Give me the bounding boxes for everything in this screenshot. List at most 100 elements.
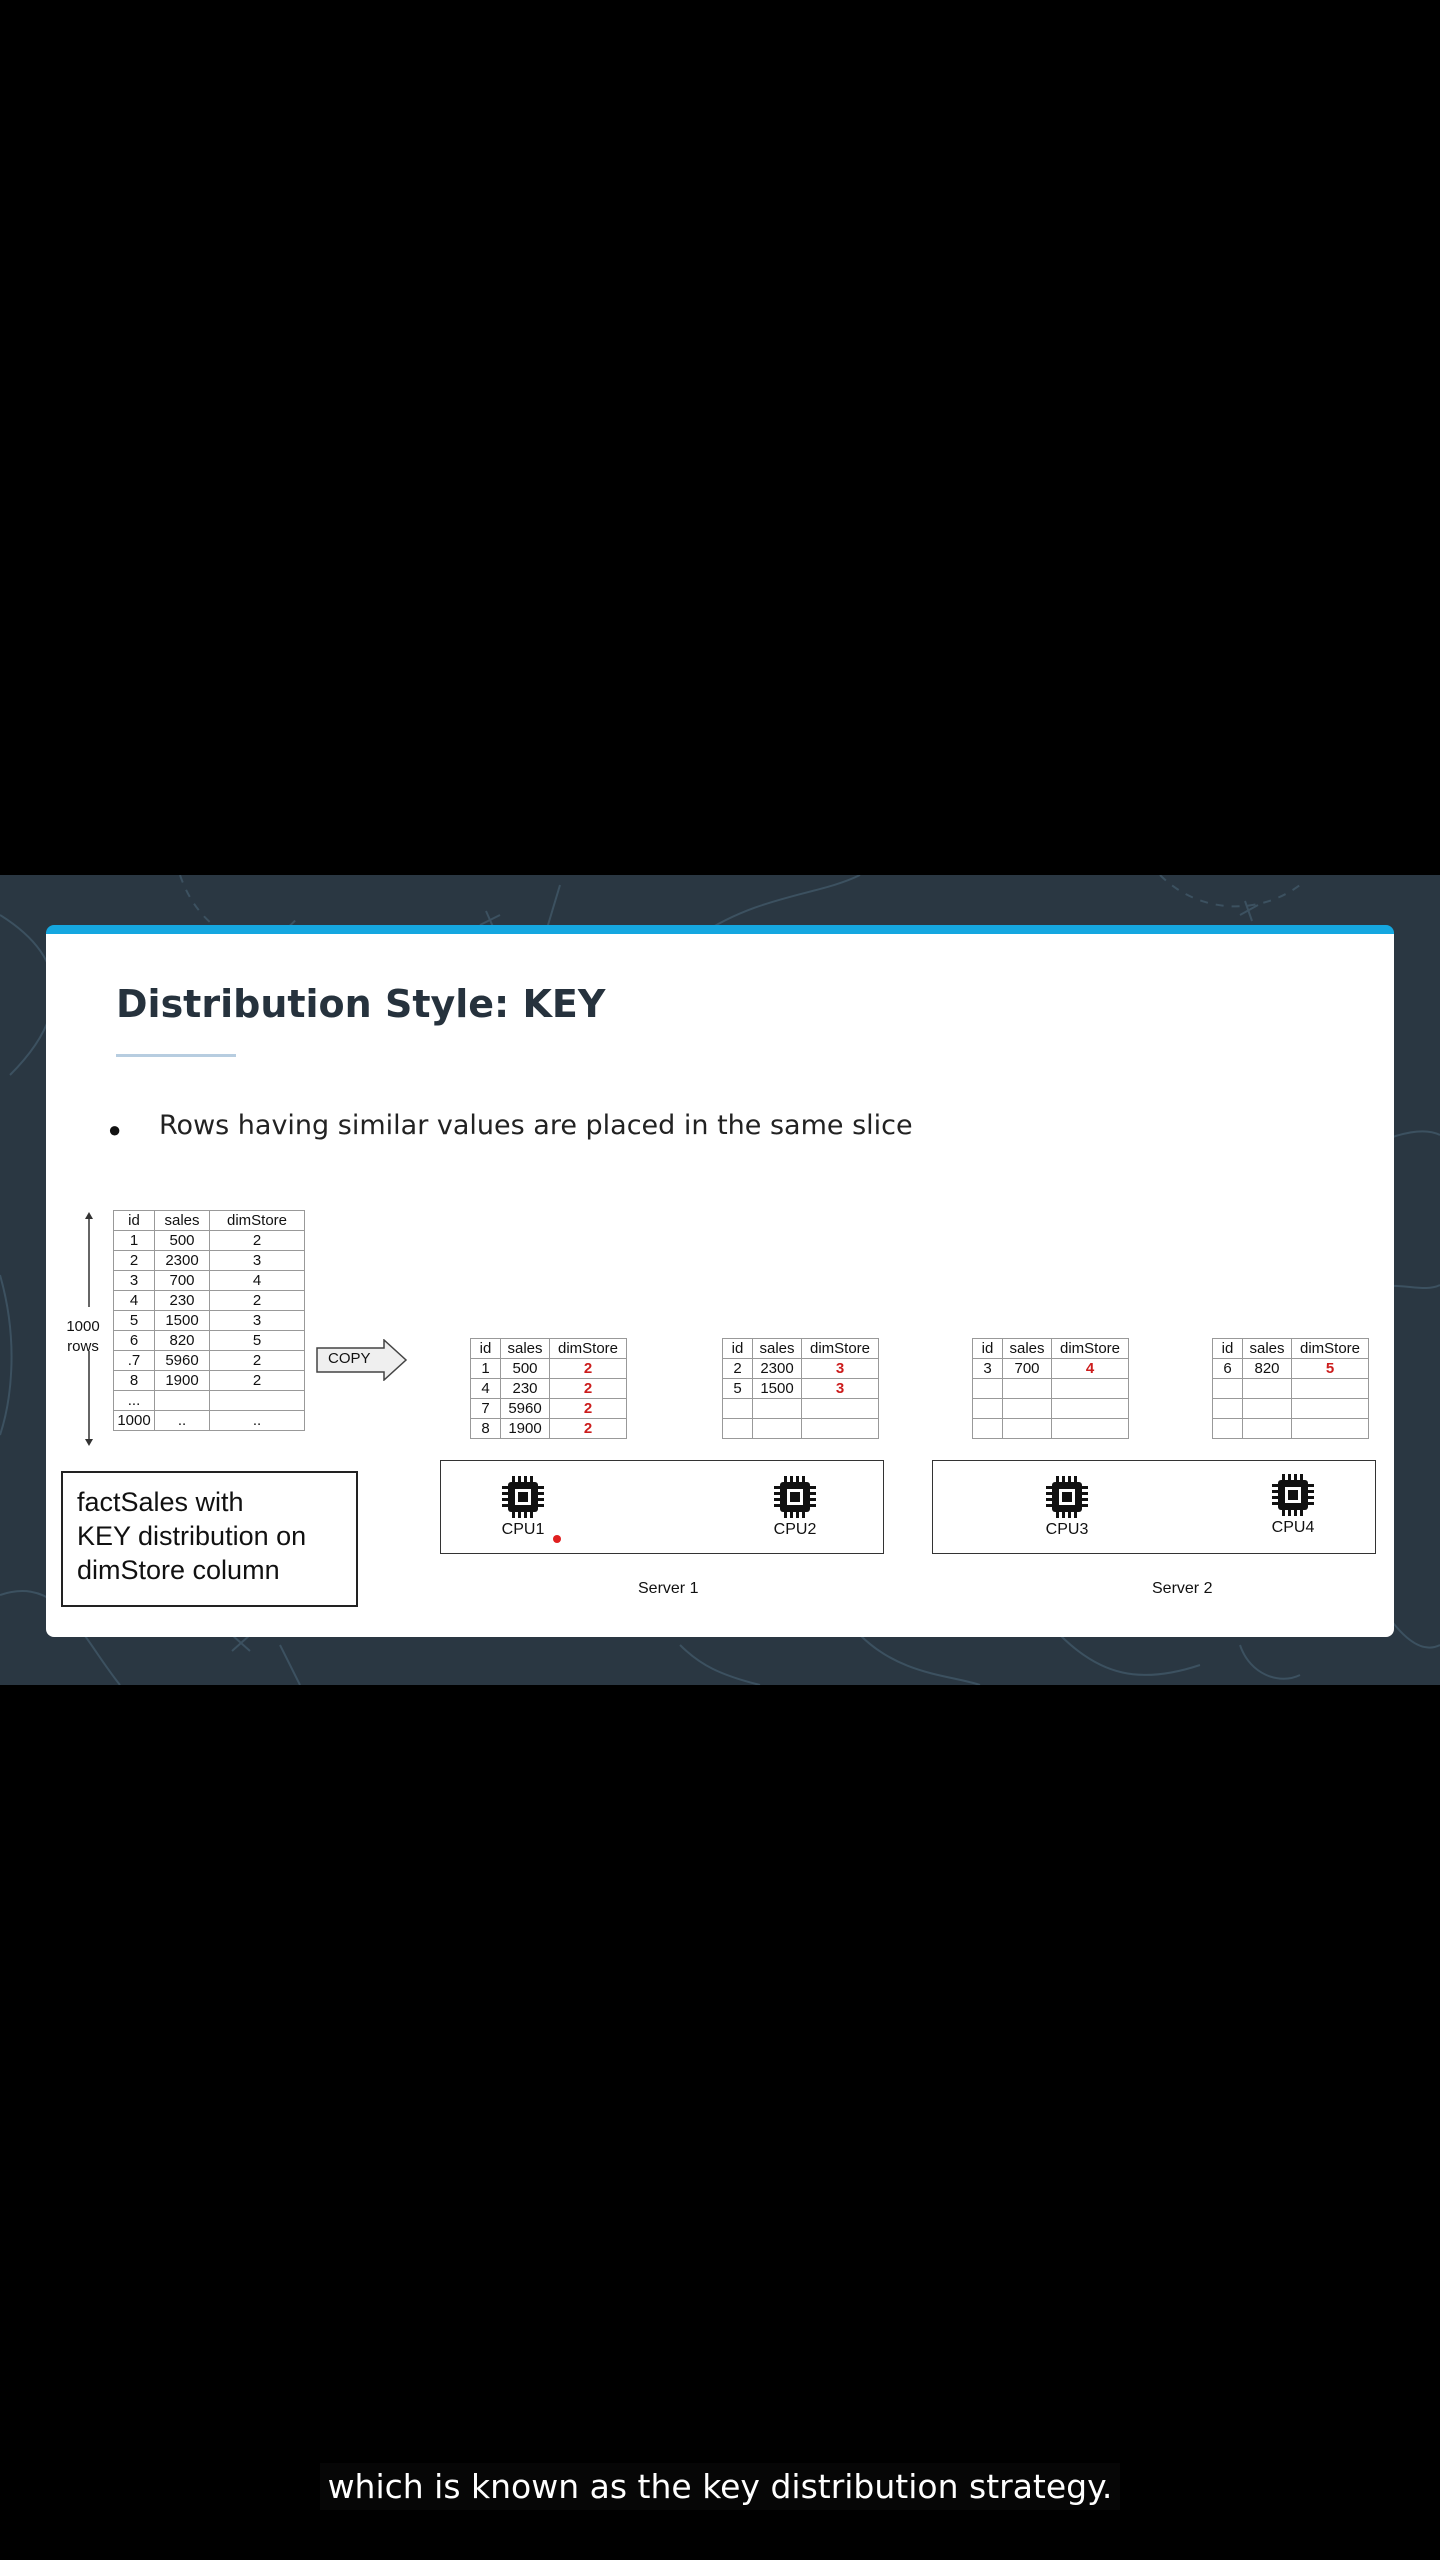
table-cell: 230 [154, 1290, 210, 1311]
table-cell: 3 [209, 1310, 305, 1331]
cpu-chip-icon [1272, 1474, 1314, 1516]
table-cell: 700 [1002, 1358, 1052, 1379]
header-cell: id [470, 1338, 501, 1359]
table-cell [1242, 1398, 1292, 1419]
table-row [972, 1418, 1129, 1439]
table-cell [722, 1398, 753, 1419]
table-cell: 1 [113, 1230, 155, 1251]
table-cell [1051, 1418, 1129, 1439]
video-frame[interactable]: Distribution Style: KEY ● Rows having si… [0, 875, 1440, 1685]
table-row: ... [113, 1390, 305, 1411]
table-cell [1242, 1378, 1292, 1399]
header-cell: id [972, 1338, 1003, 1359]
table-cell: 5 [1291, 1358, 1369, 1379]
table-cell [1002, 1398, 1052, 1419]
table-row [972, 1398, 1129, 1419]
header-cell: sales [752, 1338, 802, 1359]
header-cell: dimStore [209, 1210, 305, 1231]
table-cell: .. [154, 1410, 210, 1431]
table-cell [1212, 1418, 1243, 1439]
header-cell: sales [1242, 1338, 1292, 1359]
table-cell: 2 [209, 1290, 305, 1311]
copy-label: COPY [328, 1350, 371, 1367]
table-cell [1212, 1378, 1243, 1399]
table-cell: 5960 [500, 1398, 550, 1419]
table-cell: 3 [801, 1358, 879, 1379]
table-cell: 2 [549, 1358, 627, 1379]
table-cell: 5 [113, 1310, 155, 1331]
table-cell [154, 1390, 210, 1411]
table-cell: 4 [209, 1270, 305, 1291]
header-cell: dimStore [801, 1338, 879, 1359]
header-cell: id [722, 1338, 753, 1359]
table-cell: 1500 [752, 1378, 802, 1399]
rows-label: 1000 rows [66, 1318, 100, 1355]
table-cell [1051, 1398, 1129, 1419]
table-cell: 4 [1051, 1358, 1129, 1379]
table-row: 1000.... [113, 1410, 305, 1431]
table-row [972, 1378, 1129, 1399]
table-cell: 6 [113, 1330, 155, 1351]
header-cell: id [113, 1210, 155, 1231]
cpu-label: CPU3 [1045, 1521, 1089, 1538]
table-cell [1242, 1418, 1292, 1439]
server-2-box: CPU3 CPU4 [932, 1460, 1376, 1554]
table-row [1212, 1418, 1369, 1439]
table-cell: 820 [1242, 1358, 1292, 1379]
table-cell: 1000 [113, 1410, 155, 1431]
cpu-chip-icon [1046, 1476, 1088, 1518]
description-box: factSales with KEY distribution on dimSt… [61, 1471, 358, 1607]
table-row [722, 1418, 879, 1439]
table-cell: 2 [209, 1370, 305, 1391]
cpu-1: CPU1 [483, 1475, 563, 1539]
table-cell: 1900 [500, 1418, 550, 1439]
table-cell: .. [209, 1410, 305, 1431]
table-cell: 2 [549, 1418, 627, 1439]
table-cell [1291, 1378, 1369, 1399]
cpu-chip-icon [774, 1476, 816, 1518]
vertical-double-arrow-icon [85, 1212, 93, 1446]
table-cell: 2300 [154, 1250, 210, 1271]
slide: Distribution Style: KEY ● Rows having si… [46, 925, 1394, 1637]
table-cell: 3 [801, 1378, 879, 1399]
table-cell: 820 [154, 1330, 210, 1351]
table-cell [209, 1390, 305, 1411]
server-1-label: Server 1 [638, 1580, 699, 1597]
header-cell: dimStore [1291, 1338, 1369, 1359]
table-cell [1291, 1418, 1369, 1439]
table-cell: 5960 [154, 1350, 210, 1371]
table-cell: 4 [113, 1290, 155, 1311]
cpu-label: CPU2 [773, 1521, 817, 1538]
table-cell: 2 [549, 1398, 627, 1419]
table-cell [1212, 1398, 1243, 1419]
table-cell: 8 [113, 1370, 155, 1391]
table-cell: 2 [209, 1350, 305, 1371]
server-1-box: CPU1 CPU2 [440, 1460, 884, 1554]
table-cell: 5 [209, 1330, 305, 1351]
header-cell: dimStore [549, 1338, 627, 1359]
table-cell: 1900 [154, 1370, 210, 1391]
table-cell: 5 [722, 1378, 753, 1399]
table-cell: 2 [113, 1250, 155, 1271]
table-cell: 230 [500, 1378, 550, 1399]
table-cell: 7 [470, 1398, 501, 1419]
table-cell [1291, 1398, 1369, 1419]
title-underline [116, 1054, 236, 1057]
cpu-4: CPU4 [1253, 1473, 1333, 1537]
table-cell: 2 [549, 1378, 627, 1399]
table-cell: 1500 [154, 1310, 210, 1331]
table-cell [1051, 1378, 1129, 1399]
cpu-label: CPU1 [501, 1521, 545, 1538]
header-cell: sales [500, 1338, 550, 1359]
